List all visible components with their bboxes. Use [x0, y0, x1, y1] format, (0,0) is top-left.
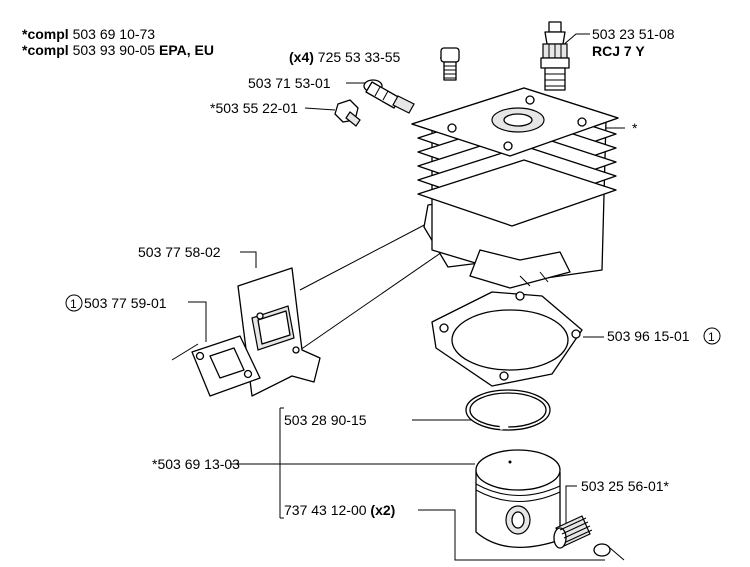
- decomp-valve-number: 503 71 53-01: [248, 75, 331, 91]
- circlip-qty: (x2): [370, 502, 395, 518]
- gasket-thick-number: 503 77 58-02: [138, 244, 221, 260]
- compl-1-number: 503 69 10-73: [69, 26, 156, 42]
- base-gasket-circle-num: 1: [708, 330, 715, 344]
- needle-bearing-icon: [553, 515, 593, 549]
- exhaust-gasket-thick-icon: [237, 267, 321, 397]
- base-gasket-icon: [431, 291, 583, 387]
- compl-1-prefix: *compl: [22, 26, 69, 42]
- cylinder-icon: [411, 87, 619, 289]
- plug-cap-number: *503 55 22-01: [210, 100, 298, 116]
- piston-icon: [475, 449, 561, 549]
- gasket-thin-number: 503 77 59-01: [84, 295, 167, 311]
- cylinder-asterisk: *: [632, 120, 638, 136]
- circlip-icon: [593, 543, 625, 561]
- gasket-thin-circle-badge: [65, 294, 83, 312]
- decompression-valve-icon: [363, 79, 415, 114]
- circlip-label: 737 43 12-00 (x2): [284, 502, 395, 518]
- base-gasket-circle-badge: [703, 327, 721, 345]
- circlip-number: 737 43 12-00: [284, 502, 370, 518]
- cylinder-bolt-icon: [440, 47, 460, 81]
- compl-2-prefix: *compl: [22, 42, 69, 58]
- bolts-label: (x4) 725 53 33-55: [289, 49, 401, 65]
- piston-ring-number: 503 28 90-15: [284, 412, 367, 428]
- spark-plug-icon: [540, 21, 570, 91]
- compl-2-suffix: EPA, EU: [159, 42, 214, 58]
- exhaust-gasket-thin-icon: [191, 335, 261, 397]
- plug-cap-icon: [334, 99, 361, 127]
- piston-ring-icon: [465, 389, 551, 431]
- bolts-qty: (x4): [289, 49, 314, 65]
- compl-line-1: *compl 503 69 10-73: [22, 26, 155, 42]
- piston-kit-number: *503 69 13-03: [152, 456, 240, 472]
- compl-line-2: *compl 503 93 90-05 EPA, EU: [22, 42, 214, 58]
- spark-plug-type: RCJ 7 Y: [592, 43, 645, 59]
- base-gasket-number: 503 96 15-01: [607, 328, 690, 344]
- compl-2-number: 503 93 90-05: [69, 42, 159, 58]
- gasket-thin-circle-num: 1: [70, 297, 77, 311]
- bolts-number: 725 53 33-55: [314, 49, 401, 65]
- needle-bearing-number: 503 25 56-01*: [581, 478, 670, 494]
- spark-plug-number: 503 23 51-08: [592, 26, 675, 42]
